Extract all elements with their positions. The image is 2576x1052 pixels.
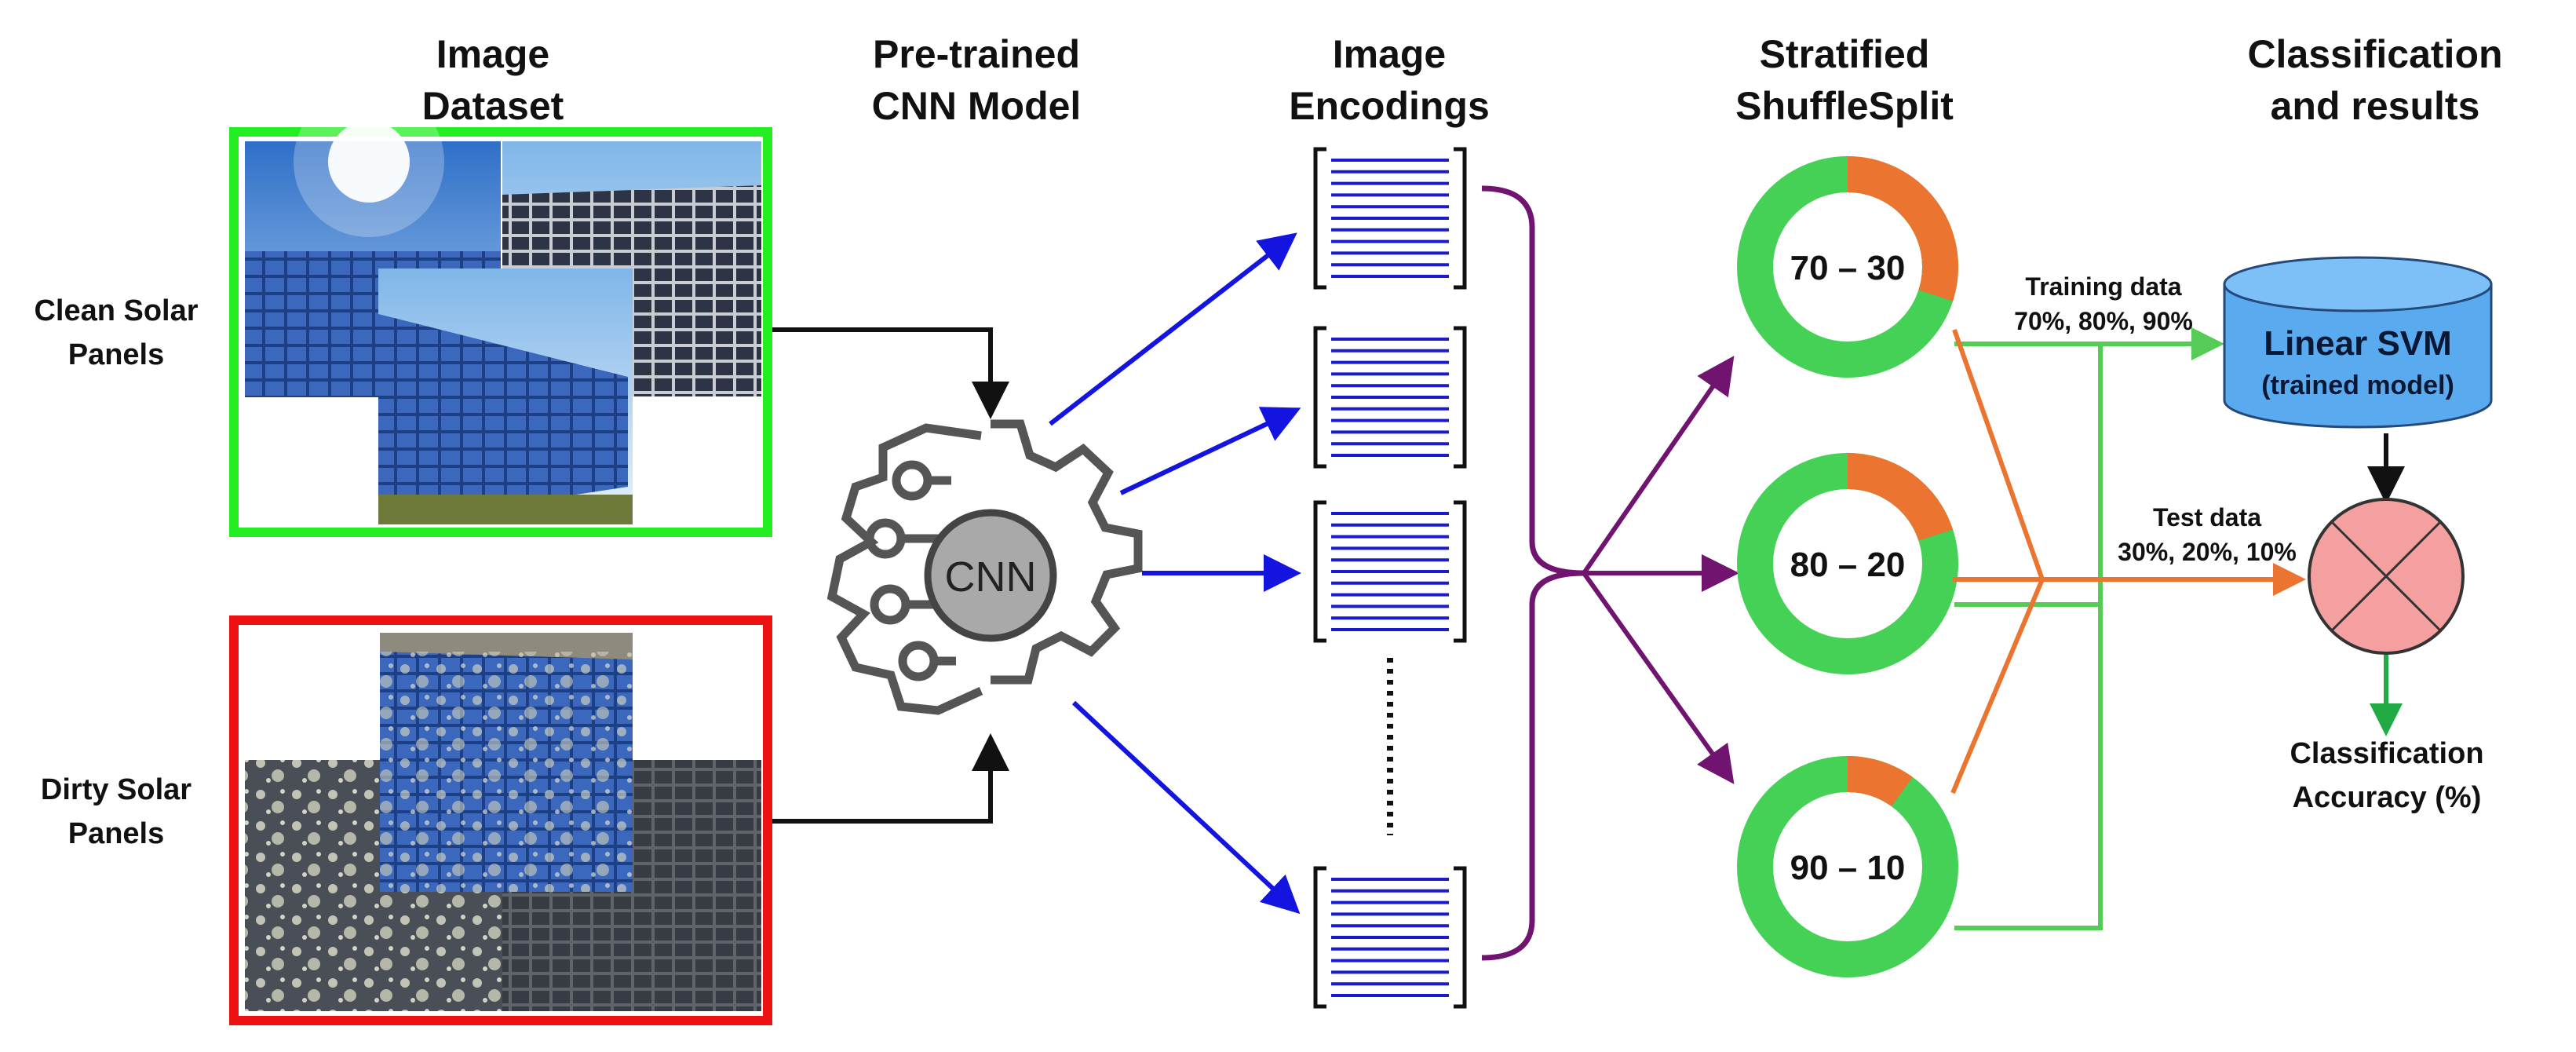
heading-pretrained-cnn-line1: Pre-trained — [873, 32, 1080, 76]
clean-to-cnn-arrow — [772, 327, 1009, 419]
heading-image-dataset: Image Dataset — [328, 28, 658, 132]
heading-stratified-line2: ShuffleSplit — [1735, 84, 1954, 128]
dirty-dataset-frame — [229, 615, 772, 1025]
test-line-split-1 — [1952, 329, 2045, 580]
accuracy-node-icon — [2308, 498, 2465, 655]
test-data-values: 30%, 20%, 10% — [2118, 538, 2297, 566]
encoding-arrow-4 — [1071, 700, 1301, 915]
heading-pretrained-cnn: Pre-trained CNN Model — [812, 28, 1141, 132]
svm-subtitle: (trained model) — [2261, 371, 2454, 400]
cnn-to-encodings-arrows — [1049, 232, 1301, 915]
training-data-values: 70%, 80%, 90% — [2014, 307, 2193, 335]
test-routing-lines — [1950, 329, 2306, 794]
heading-image-encodings-line1: Image — [1332, 32, 1447, 76]
label-clean-line2: Panels — [68, 338, 165, 371]
clean-dataset-frame — [229, 127, 772, 537]
encoding-arrow-2 — [1119, 407, 1301, 495]
heading-pretrained-cnn-line2: CNN Model — [871, 84, 1082, 128]
donut-test-segment — [1847, 156, 1958, 301]
training-routing-lines — [1954, 327, 2224, 930]
brain-node-3 — [870, 584, 910, 625]
dirty-to-cnn-arrow — [772, 733, 1009, 824]
image-encodings-group — [1313, 147, 1467, 1009]
split-donut-1: 70 – 30 — [1737, 156, 1958, 378]
test-data-title: Test data — [2153, 503, 2261, 531]
encodings-brace — [1481, 185, 1585, 961]
dirty-photo-dusty — [245, 760, 502, 1011]
label-dirty-solar-panels: Dirty Solar Panels — [0, 768, 234, 856]
encoding-vector-3 — [1313, 500, 1467, 643]
split-arrow-3 — [1582, 572, 1735, 784]
label-dirty-line2: Panels — [68, 817, 165, 850]
clean-panels-image-group — [229, 86, 772, 537]
split-donut-3: 90 – 10 — [1737, 756, 1958, 977]
heading-image-encodings: Image Encodings — [1224, 28, 1554, 132]
heading-stratified-shufflesplit: Stratified ShuffleSplit — [1680, 28, 2009, 132]
heading-image-dataset-line1: Image — [436, 32, 550, 76]
split-arrow-1 — [1582, 356, 1735, 575]
heading-stratified-line1: Stratified — [1759, 32, 1930, 76]
encoding-vector-2 — [1313, 326, 1467, 469]
donut-test-segment — [1847, 453, 1954, 542]
dataset-to-cnn-arrows — [772, 327, 1009, 824]
clean-photo-tilted — [378, 268, 633, 524]
heading-classification-line2: and results — [2270, 84, 2480, 128]
heading-image-encodings-line2: Encodings — [1289, 84, 1490, 128]
dirty-photo-soiled — [380, 633, 633, 892]
label-accuracy-line2: Accuracy (%) — [2292, 781, 2482, 814]
linear-svm-cylinder: Linear SVM (trained model) — [2223, 256, 2493, 429]
heading-classification-results: Classification and results — [2210, 28, 2540, 132]
cnn-core-icon — [924, 509, 1057, 642]
label-classification-accuracy: Classification Accuracy (%) — [2257, 732, 2516, 820]
label-clean-line1: Clean Solar — [34, 294, 199, 327]
dirty-panels-image-group — [229, 615, 772, 1025]
test-line-split-3 — [1950, 578, 2045, 794]
donut-split-label: 80 – 20 — [1790, 546, 1906, 584]
train-line-split-3 — [1954, 344, 2103, 930]
cnn-core-label: CNN — [945, 553, 1037, 601]
heading-classification-line1: Classification — [2247, 32, 2503, 76]
encoding-vector-1 — [1313, 147, 1467, 290]
brain-node-1 — [892, 460, 932, 501]
label-dirty-line1: Dirty Solar — [40, 773, 192, 806]
label-accuracy-line1: Classification — [2290, 737, 2484, 770]
encoding-arrow-1 — [1049, 232, 1297, 426]
cnn-gear-icon — [826, 419, 1143, 715]
brain-node-4 — [898, 641, 939, 681]
donut-test-segment — [1847, 756, 1913, 807]
training-data-title: Training data — [2025, 272, 2181, 301]
brain-node-2 — [865, 518, 906, 559]
svm-title: Linear SVM — [2264, 324, 2452, 363]
heading-image-dataset-line2: Dataset — [421, 84, 564, 128]
donut-split-label: 90 – 10 — [1790, 849, 1906, 887]
label-clean-solar-panels: Clean Solar Panels — [0, 289, 234, 377]
split-donuts-group: 70 – 30 80 – 20 90 – 10 — [1737, 156, 1958, 977]
split-donut-2: 80 – 20 — [1737, 453, 1958, 674]
donut-split-label: 70 – 30 — [1790, 249, 1906, 287]
brace-to-splits-arrows — [1582, 356, 1739, 784]
encoding-vector-4 — [1313, 866, 1467, 1009]
